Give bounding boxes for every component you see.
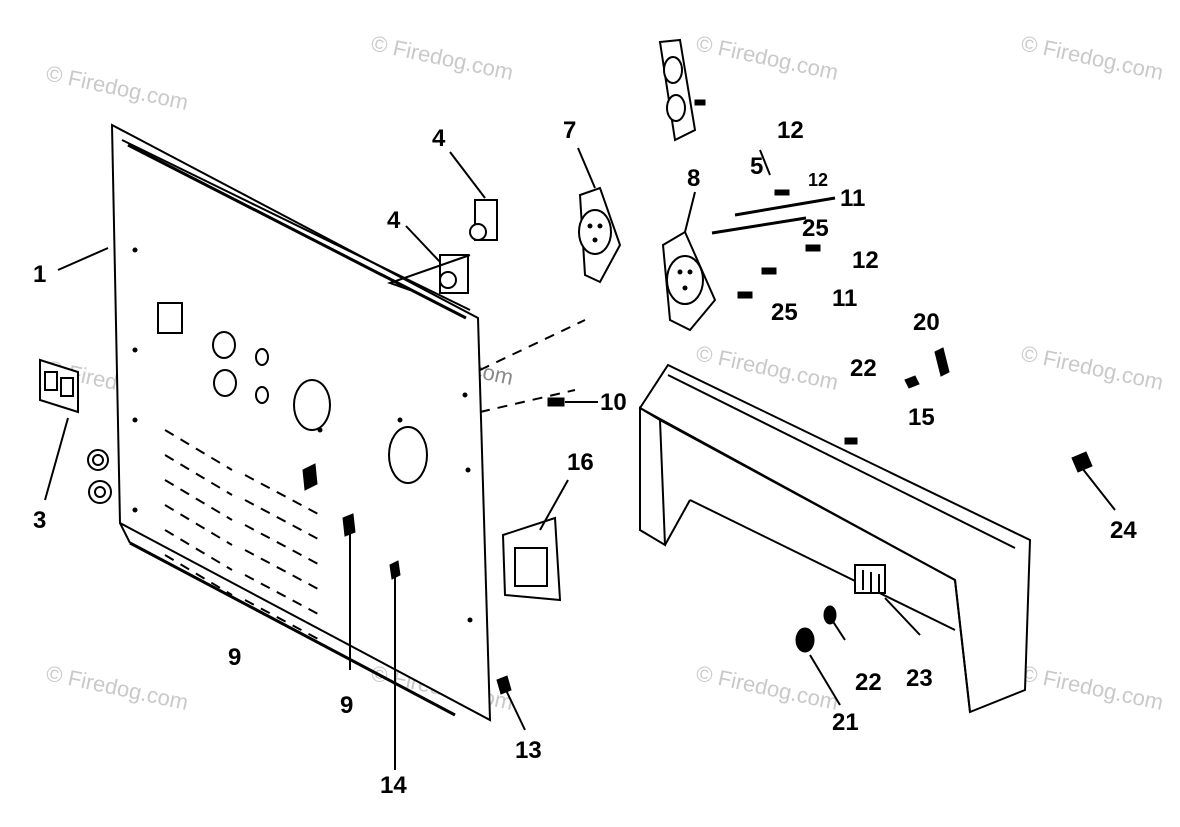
callout-12: 12 (852, 247, 879, 274)
callout-7: 7 (563, 117, 576, 144)
callout-10: 10 (600, 389, 627, 416)
watermark: © Firedog.com (44, 60, 191, 115)
callout-23: 23 (906, 665, 933, 692)
callout-25: 25 (802, 215, 829, 242)
small-fasteners (302, 347, 1093, 695)
callout-11: 11 (832, 285, 857, 312)
callout-9: 9 (340, 692, 353, 719)
callout-15: 15 (908, 404, 935, 431)
callout-20: 20 (913, 309, 940, 336)
callout-4: 4 (387, 207, 401, 234)
callout-16: 16 (567, 449, 594, 476)
callout-12: 12 (777, 117, 804, 144)
callout-21: 21 (832, 709, 859, 736)
part-16-meter (501, 516, 562, 602)
part-10-screw (479, 319, 598, 413)
leader-lines (44, 147, 1116, 770)
callout-labels: 1 3 4 4 5 7 8 9 9 10 11 11 12 12 12 13 1… (33, 117, 1137, 799)
front-panel (110, 123, 492, 722)
callout-4: 4 (432, 125, 446, 152)
callout-5: 5 (750, 153, 763, 180)
callout-9: 9 (228, 644, 241, 671)
callout-3: 3 (33, 507, 46, 534)
watermark: © Firedog.com (1019, 660, 1166, 715)
watermark: © Firedog.com (1019, 30, 1166, 85)
watermark: © Firedog.com (694, 30, 841, 85)
side-cover (638, 363, 1032, 714)
callout-12: 12 (808, 170, 828, 190)
wire-and-screw-parts (711, 189, 836, 299)
callout-1: 1 (33, 261, 46, 288)
part-8-receptacle (661, 230, 717, 332)
part-7-receptacle (578, 186, 622, 284)
callout-8: 8 (687, 165, 700, 192)
part-3-breaker (39, 358, 112, 504)
watermark: © Firedog.com (694, 340, 841, 395)
watermark: © Firedog.com (1019, 340, 1166, 395)
part-5-receptacle (658, 38, 706, 142)
watermark: © Firedog.com (369, 30, 516, 85)
callout-11: 11 (840, 185, 865, 212)
callout-25: 25 (771, 299, 798, 326)
louver-slots (164, 429, 321, 641)
callout-13: 13 (515, 737, 542, 764)
part-4-terminals (386, 199, 498, 294)
callout-22: 22 (855, 669, 882, 696)
callout-14: 14 (380, 772, 407, 799)
watermark: © Firedog.com (44, 660, 191, 715)
callout-24: 24 (1110, 517, 1137, 544)
callout-22: 22 (850, 355, 877, 382)
